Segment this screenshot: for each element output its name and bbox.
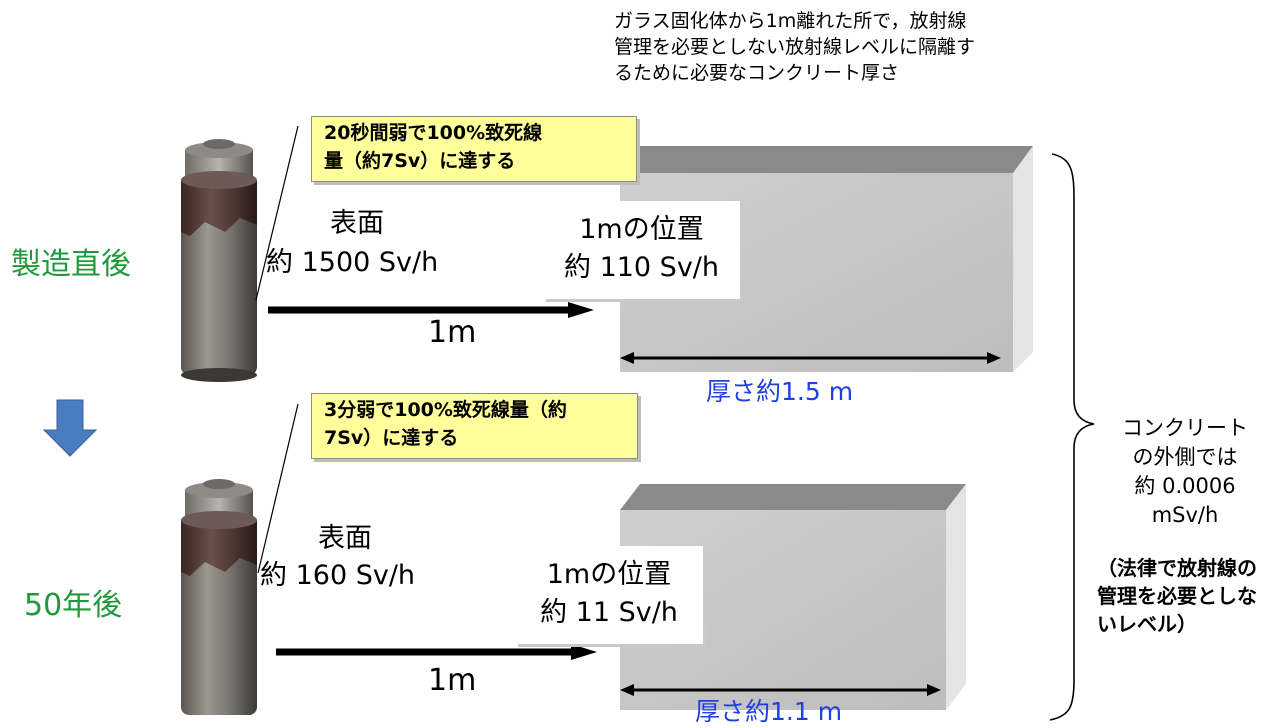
callout-2-pointer — [257, 403, 299, 574]
callout-2-line-1: 3分弱で100%致死線量（約 — [324, 399, 567, 421]
distance-label-1: 1m — [428, 315, 477, 350]
right-brace — [1049, 153, 1095, 721]
surface-label-1: 表面 — [330, 208, 384, 239]
thickness-arrow-1 — [620, 352, 1001, 364]
legal-note-line-1: （法律で放射線の — [1097, 556, 1257, 580]
legal-note-line-2: 管理を必要としな — [1097, 584, 1257, 608]
distance-label-2: 1m — [428, 663, 477, 698]
thickness-label-2: 厚さ約1.1 m — [695, 697, 843, 726]
lethal-dose-callout-2: 3分弱で100%致死線量（約 7Sv）に達する — [311, 393, 638, 459]
legal-level-note: （法律で放射線の 管理を必要としな いレベル） — [1097, 554, 1257, 638]
top-note-line-2: 管理を必要としない放射線レベルに隔離す — [614, 36, 976, 58]
stage-label-50-years-later: 50年後 — [24, 588, 123, 623]
top-note: ガラス固化体から1m離れた所で，放射線 管理を必要としない放射線レベルに隔離す … — [614, 8, 975, 86]
distance-arrow-1 — [268, 302, 594, 318]
one-meter-label-1: 1mの位置 — [579, 214, 704, 245]
callout-2-line-2: 7Sv）に達する — [324, 427, 459, 449]
surface-dose-value-1: 約 1500 Sv/h — [266, 247, 439, 278]
one-meter-dose-value-2: 約 11 Sv/h — [540, 597, 678, 628]
surface-label-2: 表面 — [318, 523, 372, 554]
lethal-dose-callout-1: 20秒間弱で100%致死線 量（約7Sv）に達する — [311, 116, 637, 182]
legal-note-line-3: いレベル） — [1097, 612, 1197, 636]
callout-1-line-2: 量（約7Sv）に達する — [324, 150, 516, 172]
glass-canister-2 — [181, 479, 257, 715]
top-note-line-1: ガラス固化体から1m離れた所で，放射線 — [614, 10, 967, 32]
outside-note-line-4: mSv/h — [1151, 503, 1219, 527]
one-meter-dose-box-1: 1mの位置 約 110 Sv/h — [543, 201, 740, 299]
one-meter-dose-box-2: 1mの位置 約 11 Sv/h — [515, 546, 703, 644]
distance-arrow-2 — [276, 644, 597, 660]
one-meter-dose-value-1: 約 110 Sv/h — [563, 252, 720, 283]
surface-dose-value-2: 約 160 Sv/h — [260, 560, 416, 591]
outside-note-line-1: コンクリート — [1122, 416, 1248, 440]
thickness-label-1: 厚さ約1.5 m — [706, 377, 854, 406]
glass-canister-1 — [181, 139, 257, 382]
callout-1-line-1: 20秒間弱で100%致死線 — [324, 122, 543, 144]
callout-1-pointer — [255, 125, 299, 301]
outside-note-line-2: の外側では — [1132, 445, 1238, 469]
top-note-line-3: るために必要なコンクリート厚さ — [614, 62, 900, 84]
stage-label-just-after-production: 製造直後 — [11, 247, 131, 282]
down-arrow-icon — [42, 399, 98, 457]
outside-concrete-note: コンクリート の外側では 約 0.0006 mSv/h — [1100, 414, 1270, 530]
outside-note-line-3: 約 0.0006 — [1134, 474, 1236, 498]
thickness-arrow-2 — [620, 684, 941, 696]
one-meter-label-2: 1mの位置 — [546, 559, 672, 590]
